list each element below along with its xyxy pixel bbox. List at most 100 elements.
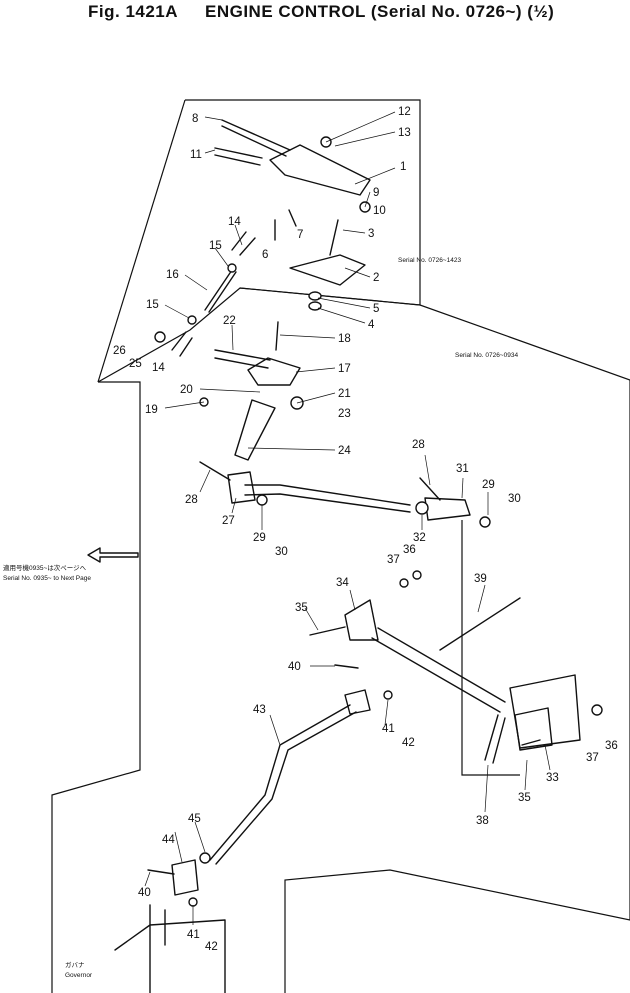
pin-part-40-lower [147,869,175,875]
callout-12-upper: 12 [398,106,411,118]
callout-36-lower: 36 [605,740,618,752]
bolt-part-3 [329,219,339,256]
rod-end-part-14-lower [171,331,193,357]
callout-3: 3 [368,228,374,240]
callout-40-upper: 40 [288,661,301,673]
callout-21: 21 [338,388,351,400]
callout-4: 4 [368,319,375,331]
nut-part-15-lower [187,315,197,325]
callout-9: 9 [373,187,379,199]
callout-10: 10 [373,205,386,217]
bolt-part-35-upper [309,626,346,636]
nut-part-15-upper [227,263,237,273]
lever-part-24 [234,399,276,461]
washer-part-29-right [479,516,491,528]
note-next-page: Serial No. 0935~ to Next Page [3,575,91,582]
callout-17: 17 [338,363,351,375]
callout-25: 25 [129,358,142,370]
callout-37-upper: 37 [387,554,400,566]
callout-29-lower: 29 [253,532,266,544]
pin-part-22 [214,349,271,369]
callout-41-upper: 41 [382,723,395,735]
callout-22: 22 [223,315,236,327]
pin-part-40-upper [334,664,359,669]
washer-part-36-lower [591,704,603,716]
figure-title: ENGINE CONTROL (Serial No. 0726~) (½) [205,2,555,21]
callout-39: 39 [474,573,487,585]
callout-24: 24 [338,445,351,457]
rod-part-43 [209,704,357,865]
next-page-arrow [87,547,139,563]
middle-linkage-group [199,321,304,461]
nut-part-36-upper [412,570,422,580]
pin-part-8 [221,119,291,157]
clevis-part-44 [171,859,199,896]
washer-part-41-lower [188,897,198,907]
bracket-part-31 [424,497,471,521]
callout-15-lower: 15 [146,299,159,311]
callout-20: 20 [180,384,193,396]
link-part-38 [484,714,506,764]
plate-part-2 [289,254,366,286]
callout-16: 16 [166,269,179,281]
callout-7: 7 [297,229,303,241]
bolt-part-18 [275,321,279,351]
bolt-part-7 [288,209,297,227]
callout-15-upper: 15 [209,240,222,252]
nut-part-5 [308,291,322,301]
note-next-page-jp: 適用号機0935~は次ページへ [3,563,87,572]
nut-part-4 [308,301,322,311]
note-serial-0726-1423: Serial No. 0726~1423 [398,257,461,264]
callout-42-lower: 42 [205,941,218,953]
callout-18: 18 [338,333,351,345]
callout-8: 8 [192,113,198,125]
rod-end-part-14-upper [231,231,256,256]
callout-45: 45 [188,813,201,825]
boundary-frame-top [97,99,421,383]
callout-23: 23 [338,408,351,420]
pin-part-28-right [419,477,441,501]
clevis-part-27 [227,471,256,504]
callout-42-upper: 42 [402,737,415,749]
callout-35-upper: 35 [295,602,308,614]
pin-part-11 [214,147,263,166]
callout-32: 32 [413,532,426,544]
callout-44: 44 [162,834,175,846]
washer-part-37-upper [399,578,409,588]
callout-19: 19 [145,404,158,416]
callout-36-upper: 36 [403,544,416,556]
boundary-frame-right [239,287,630,993]
callout-30-upper: 30 [508,493,521,505]
callout-2: 2 [373,272,379,284]
callout-40-lower: 40 [138,887,151,899]
governor-body [114,904,226,993]
callout-14-lower: 14 [152,362,165,374]
note-governor-jp: ガバナ [65,960,85,969]
callout-41-lower: 41 [187,929,200,941]
callout-28-lower: 28 [185,494,198,506]
leader-lines [144,111,551,925]
callout-37-lower: 37 [586,752,599,764]
callout-28-upper: 28 [412,439,425,451]
callout-26: 26 [113,345,126,357]
callout-34: 34 [336,577,349,589]
callout-43: 43 [253,704,266,716]
callout-5: 5 [373,303,379,315]
clevis-part-43 [344,689,371,715]
callout-30-lower: 30 [275,546,288,558]
lever-assembly-group [309,570,603,764]
callout-1: 1 [400,161,406,173]
nut-part-25 [154,331,166,343]
lever-part-34 [344,599,379,641]
callout-27: 27 [222,515,235,527]
washer-part-41-upper [383,690,393,700]
note-serial-0726-0934: Serial No. 0726~0934 [455,352,518,359]
washer-part-29-left [256,494,268,506]
bracket-part-33 [509,674,581,749]
callout-35-lower: 35 [518,792,531,804]
callout-14-upper: 14 [228,216,241,228]
callout-38: 38 [476,815,489,827]
spring-part-39 [439,597,521,651]
boundary-frame-main [51,381,141,993]
